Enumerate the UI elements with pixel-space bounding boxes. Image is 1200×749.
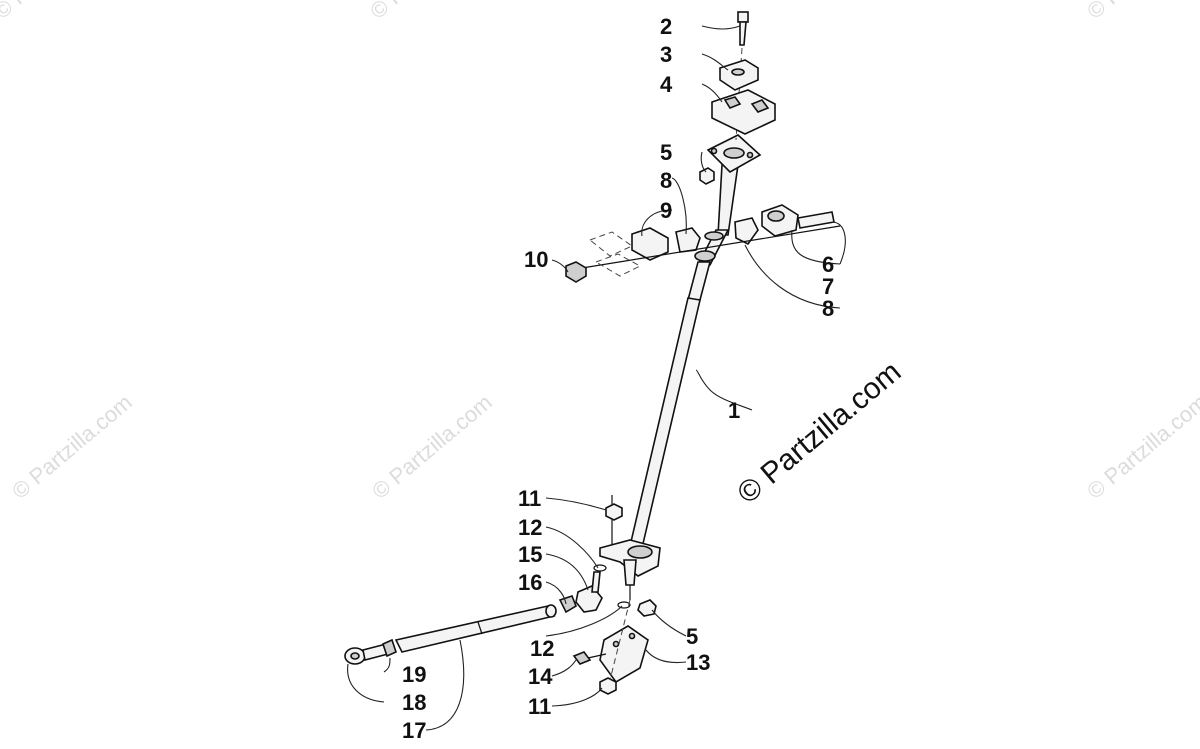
callout-16: 16 xyxy=(518,570,542,595)
callout-12-lower: 12 xyxy=(530,636,554,661)
watermark-top-center: © Partzilla.com xyxy=(365,0,495,24)
watermarks: © Partzilla.com © Partzilla.com © Partzi… xyxy=(0,0,1200,504)
handlebar-clamps xyxy=(581,204,841,277)
watermark-mid-center: © Partzilla.com xyxy=(367,389,497,503)
callout-5-upper: 5 xyxy=(660,140,672,165)
callout-14: 14 xyxy=(528,664,553,689)
watermark-mid-left: © Partzilla.com xyxy=(7,389,137,503)
callout-7: 7 xyxy=(822,274,834,299)
rod-end-left xyxy=(344,638,397,665)
top-mount-plate xyxy=(706,134,762,173)
tie-rod xyxy=(394,604,557,653)
leader-lines xyxy=(347,25,846,731)
watermark-top-right: © Partzilla.com xyxy=(1082,0,1200,24)
nut-upper xyxy=(699,167,715,185)
callout-15: 15 xyxy=(518,542,542,567)
callout-13: 13 xyxy=(686,650,710,675)
callout-1: 1 xyxy=(728,398,740,423)
watermark-top-left: © Partzilla.com xyxy=(0,0,119,24)
callout-12-upper: 12 xyxy=(518,515,542,540)
washers xyxy=(593,564,631,609)
callout-11-lower: 11 xyxy=(528,694,551,719)
callout-18: 18 xyxy=(402,690,426,715)
callout-17: 17 xyxy=(402,718,426,743)
steering-post xyxy=(629,164,739,549)
copyright-text: © Partzilla.com xyxy=(731,355,907,510)
callout-11-upper: 11 xyxy=(518,486,541,511)
callout-8-right: 8 xyxy=(822,296,834,321)
callout-4: 4 xyxy=(660,72,673,97)
lower-column-bracket xyxy=(599,495,661,600)
lower-bracket-assembly xyxy=(572,599,657,695)
callout-19: 19 xyxy=(402,662,426,687)
tie-rod-end xyxy=(558,571,603,614)
callout-9: 9 xyxy=(660,198,672,223)
callout-6: 6 xyxy=(822,252,834,277)
callout-3: 3 xyxy=(660,42,672,67)
callout-8-left: 8 xyxy=(660,168,672,193)
clamp-top xyxy=(719,59,759,91)
callout-10: 10 xyxy=(524,247,548,272)
nut-10 xyxy=(565,261,587,283)
callouts: 2 3 4 5 8 9 10 6 7 8 1 11 12 15 16 12 5 … xyxy=(402,14,834,743)
callout-5-lower: 5 xyxy=(686,624,698,649)
callout-2: 2 xyxy=(660,14,672,39)
nut-11-upper xyxy=(605,503,623,521)
watermark-mid-right: © Partzilla.com xyxy=(1082,389,1200,503)
clamp-lower-block xyxy=(711,89,776,135)
